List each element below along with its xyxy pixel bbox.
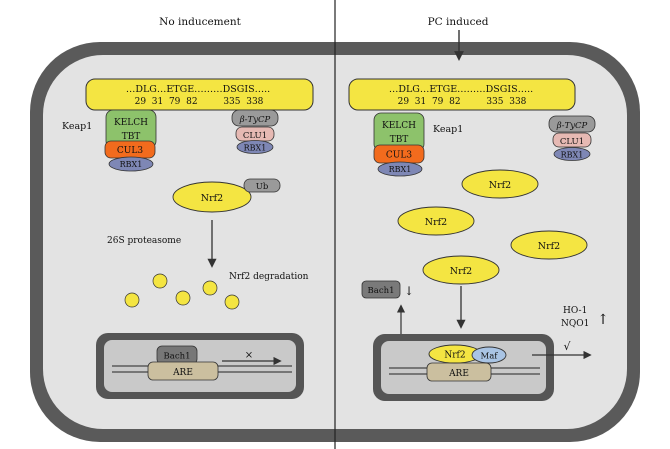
nrf2-label-2: Nrf2 (425, 217, 447, 228)
blocked-mark: × (245, 350, 253, 361)
nrf2-label-4: Nrf2 (450, 266, 472, 277)
clu1-label-right: CLU1 (560, 137, 584, 147)
rbx1-label-right: RBX1 (389, 165, 412, 174)
target-genes: HO-1 NQO1 ↑ (561, 306, 609, 329)
btrcp-rbx1-ellipse (236, 140, 274, 154)
bach1-label: Bach1 (164, 352, 191, 362)
are-label-right: ARE (448, 369, 469, 379)
nrf2-ellipse-3 (510, 230, 588, 260)
bach1-down-arrow: ↓ (404, 284, 414, 298)
fragment-4 (202, 280, 218, 296)
nrf2-label: Nrf2 (201, 193, 223, 204)
rbx1-ellipse-right (377, 161, 423, 177)
left-panel-title: No inducement (159, 16, 241, 28)
fragment-1 (124, 292, 140, 308)
fragment-2 (152, 273, 168, 289)
fragment-5 (224, 294, 240, 310)
nrf2-ellipse-1 (461, 169, 539, 199)
bach1-box-right (361, 280, 401, 299)
ho1-label: HO-1 (563, 306, 587, 316)
tbt-label-right: TBT (390, 135, 409, 145)
kelch-label-right: KELCH (382, 121, 416, 131)
btrcp-rbx1-ellipse-right (553, 147, 591, 161)
fragment-3 (175, 290, 191, 306)
are-label: ARE (172, 368, 193, 378)
keap1-sequence-bar (85, 78, 314, 111)
ub-label: Ub (256, 182, 269, 192)
btrcp-label: β-TyCP (239, 115, 271, 125)
nucleus-nrf2-label: Nrf2 (444, 351, 465, 361)
right-free-nrf2: Nrf2 Nrf2 Nrf2 Nrf2 (397, 169, 588, 329)
degradation-label: Nrf2 degradation (229, 272, 309, 282)
left-degradation: Nrf2 Ub 26S proteasome Nrf2 degradation (107, 178, 309, 310)
keap1-sequence-text: …DLG…ETGE………DSGIS….. (126, 84, 270, 95)
keap1-sequence-bar-right (348, 78, 576, 111)
tbt-label: TBT (122, 132, 141, 142)
rbx1-label: RBX1 (120, 160, 143, 169)
kelch-label: KELCH (114, 118, 148, 128)
left-keap1-complex: …DLG…ETGE………DSGIS….. 29 31 79 82 335 338… (62, 78, 314, 172)
btrcp-box (231, 109, 279, 127)
proteasome-label: 26S proteasome (107, 236, 181, 246)
rbx1-ellipse (108, 156, 154, 172)
nqo1-label: NQO1 (561, 319, 589, 329)
are-box (147, 361, 219, 381)
nrf2-label-3: Nrf2 (538, 241, 560, 252)
active-mark: √ (563, 340, 571, 353)
keap1-positions-text: 29 31 79 82 335 338 (135, 97, 264, 107)
btrcp-rbx1-label-right: RBX1 (561, 151, 584, 160)
bach1-label-right: Bach1 (368, 286, 395, 296)
btrcp-box-right (548, 115, 596, 133)
btrcp-label-right: β-TyCP (556, 121, 588, 131)
nrf2-ellipse-4 (422, 255, 500, 285)
nrf2-ellipse (172, 181, 252, 213)
keap1-sequence-text-right: …DLG…ETGE………DSGIS….. (389, 84, 533, 95)
keap1-label-right: Keap1 (433, 124, 463, 135)
ub-tag (243, 178, 281, 193)
keap1-label: Keap1 (62, 121, 92, 132)
maf-ellipse (471, 346, 507, 364)
left-nucleus: Bach1 ARE × (96, 333, 304, 399)
right-keap1-complex: …DLG…ETGE………DSGIS….. 29 31 79 82 335 338… (348, 78, 596, 177)
cul3-label-right: CUL3 (386, 151, 412, 161)
upregulation-arrow: ↑ (597, 312, 609, 328)
cul3-label: CUL3 (117, 146, 143, 156)
right-nucleus: ARE Nrf2 Maf √ (373, 334, 592, 401)
clu1-label: CLU1 (243, 131, 267, 141)
btrcp-rbx1-label: RBX1 (244, 144, 267, 153)
clu1-box-right (552, 132, 592, 148)
maf-label: Maf (481, 352, 499, 362)
right-panel-title: PC induced (428, 16, 489, 28)
nrf2-ellipse-2 (397, 206, 475, 236)
keap1-positions-text-right: 29 31 79 82 335 338 (398, 97, 527, 107)
nrf2-label-1: Nrf2 (489, 180, 511, 191)
